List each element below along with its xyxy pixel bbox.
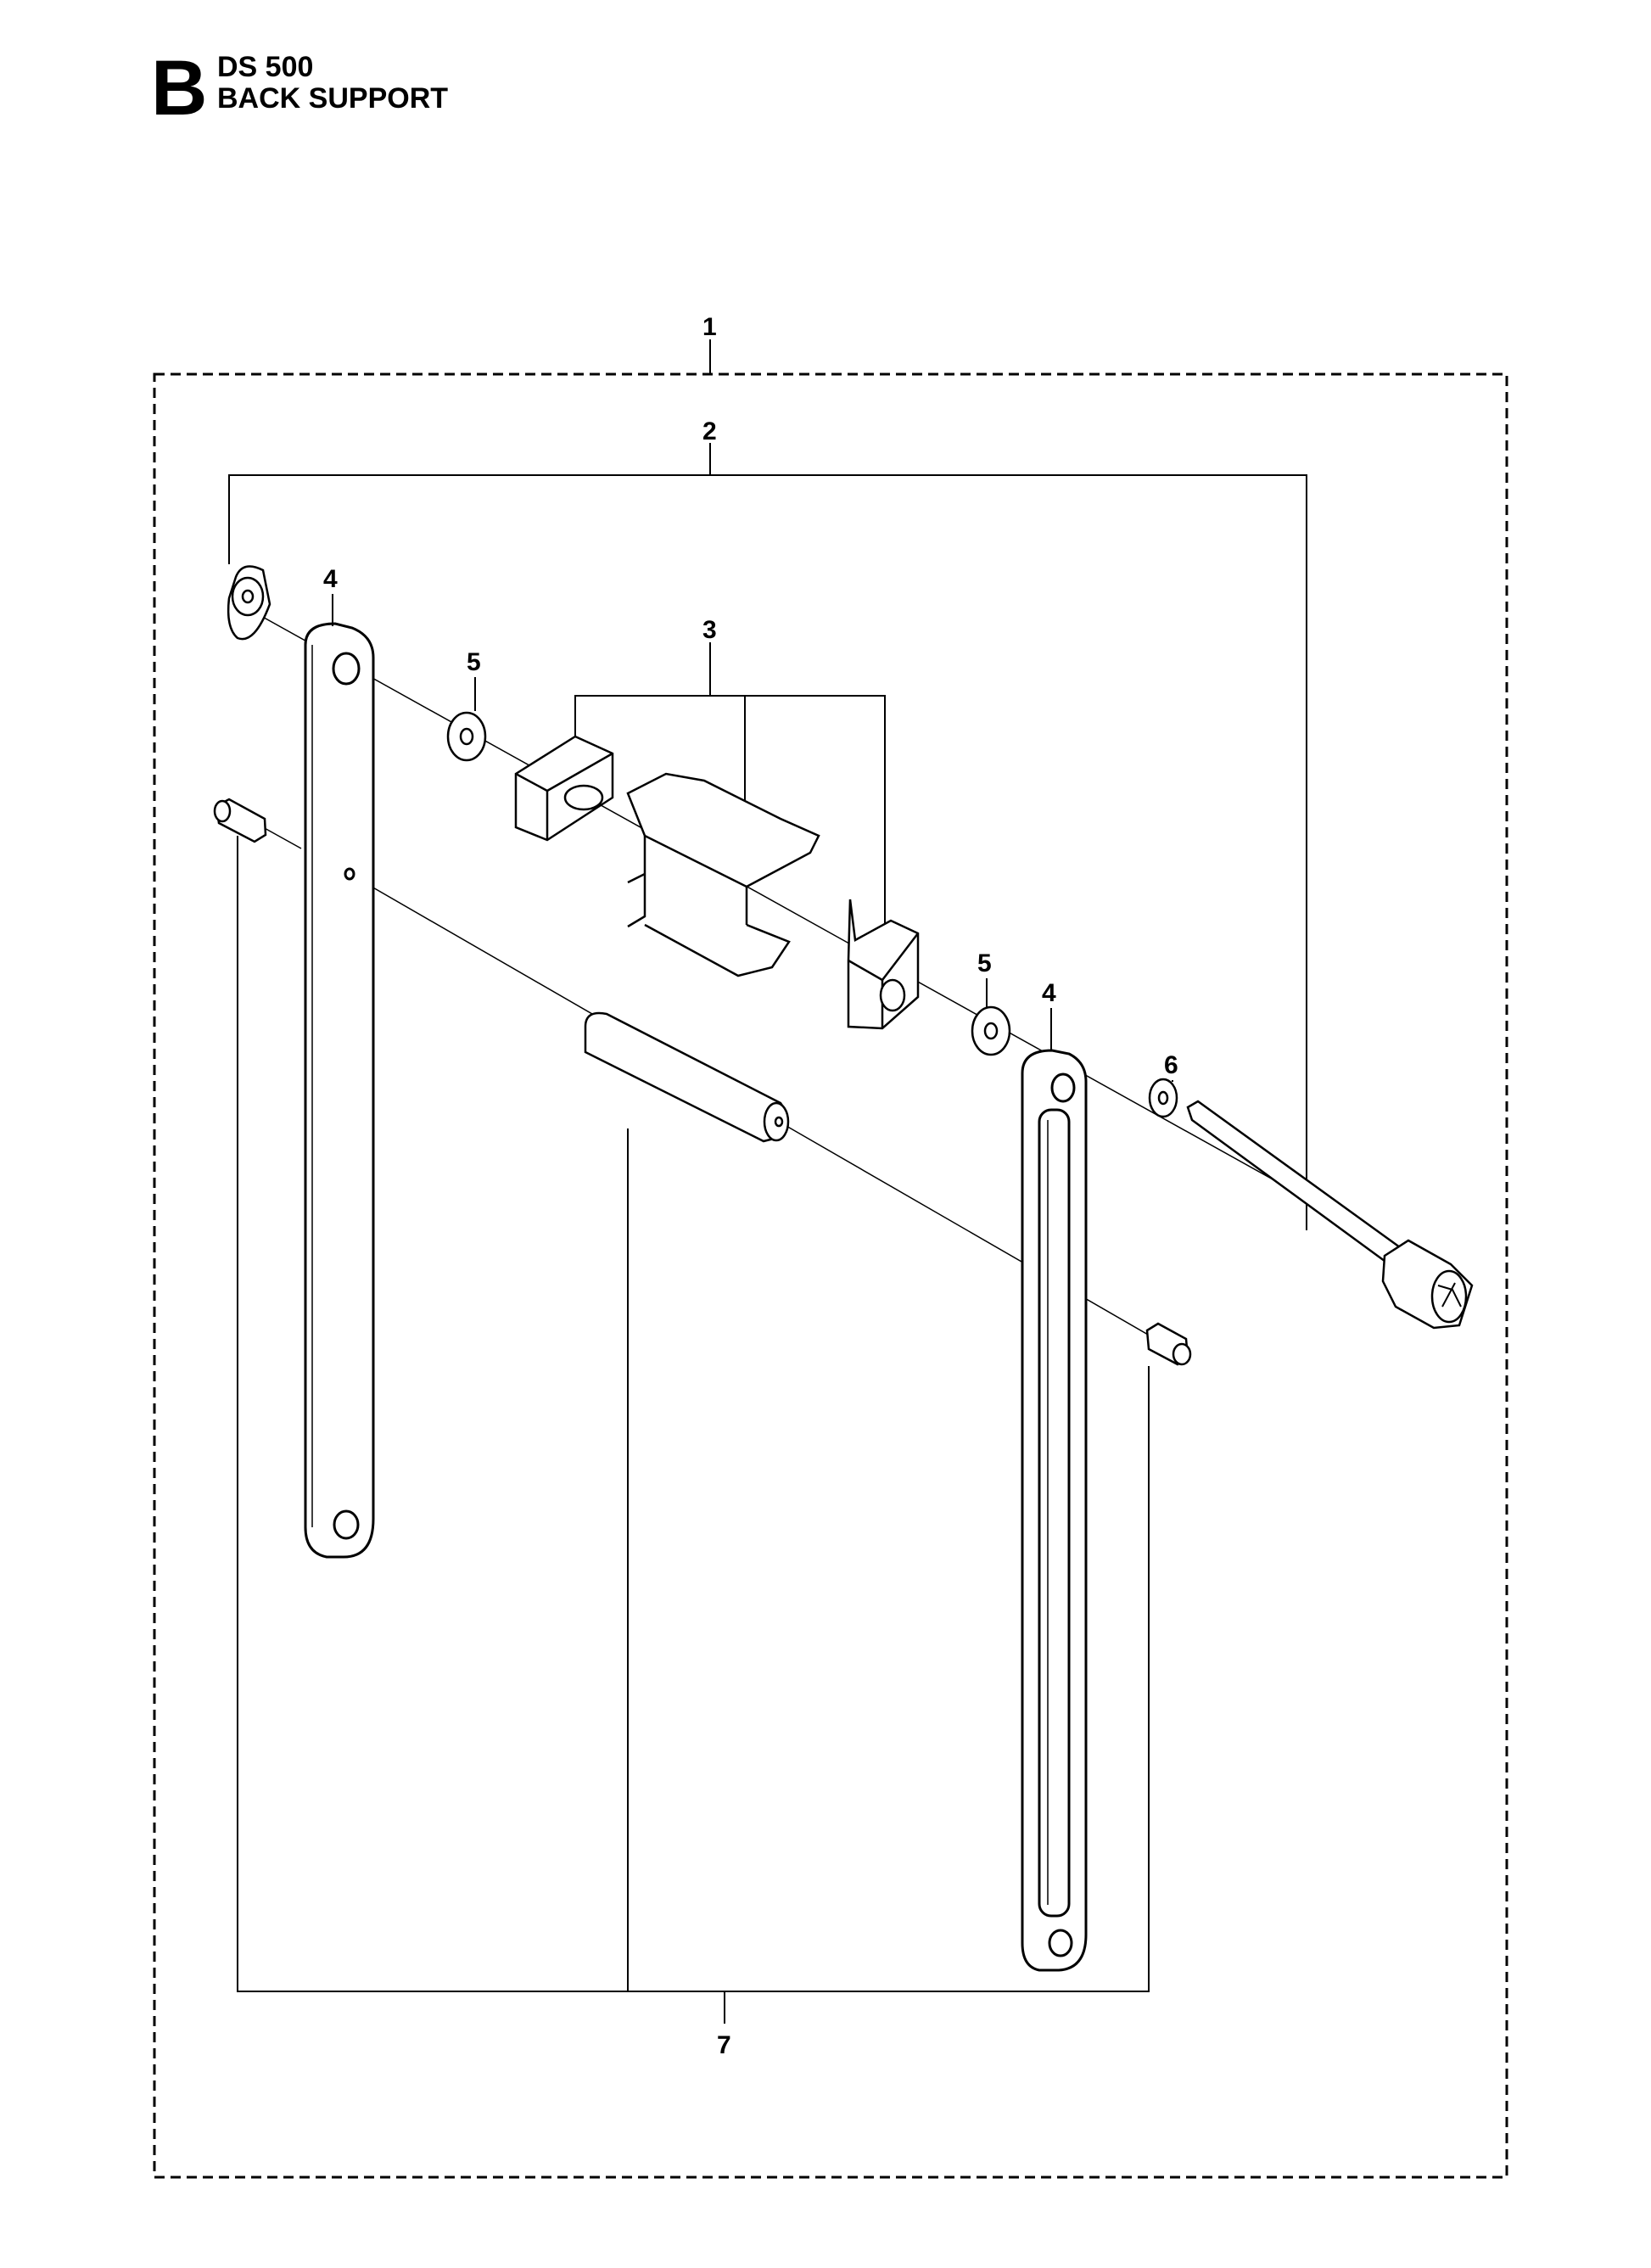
callout-6: 6: [1164, 1051, 1178, 1079]
tube: [584, 1011, 790, 1143]
callout-5-right: 5: [977, 949, 992, 977]
assembly-axis-lines: [228, 597, 1350, 1358]
callout-1: 1: [702, 313, 717, 341]
section-letter: B: [151, 45, 208, 132]
bracket-7: [237, 836, 1150, 2024]
washer-right: [971, 1005, 1011, 1056]
cap-nut: [227, 565, 271, 641]
callout-2: 2: [702, 417, 717, 445]
callout-5-left: 5: [467, 648, 481, 676]
left-bolt: [213, 798, 267, 843]
callout-7: 7: [717, 2031, 731, 2059]
long-bolt: [1186, 1100, 1474, 1330]
bracket-3: [574, 642, 886, 925]
clamp-block-left: [514, 735, 614, 842]
left-arm: [304, 622, 375, 1559]
clamp-block-right: [847, 899, 920, 1030]
right-arm: [1021, 1049, 1088, 1972]
callout-leaders: [332, 594, 1173, 1082]
bracket-channel: [626, 772, 820, 977]
callout-3: 3: [702, 616, 717, 644]
small-screw: [1145, 1322, 1192, 1366]
model-name: DS 500: [217, 51, 314, 83]
washer-left: [446, 711, 487, 762]
callout-4-left: 4: [323, 565, 338, 593]
washer-6: [1148, 1078, 1178, 1118]
assembly-boundary: [153, 372, 1508, 2179]
callout-4-right: 4: [1042, 979, 1056, 1007]
bracket-2: [228, 443, 1307, 1230]
page-title: BACK SUPPORT: [217, 82, 449, 115]
